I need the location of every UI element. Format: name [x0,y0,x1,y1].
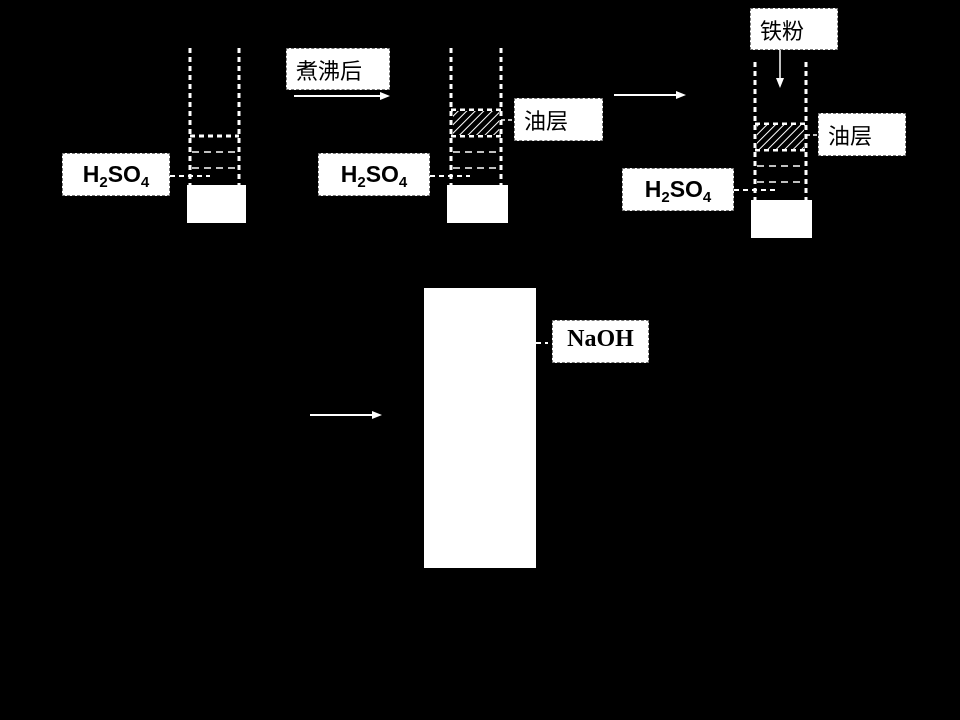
test-tube-1 [188,48,241,185]
test-tube-2 [449,48,503,185]
naoh-vessel-block [424,288,536,568]
boil-label: 煮沸后 [286,48,390,90]
arrow-add-iron [776,50,784,88]
tube-1-liquid-lines [192,151,237,169]
h2so4-label-2: H2SO4 [318,153,430,196]
naoh-label: NaOH [552,320,649,363]
oil-layer-label-1: 油层 [514,98,603,141]
arrow-step-1 [294,92,390,100]
arrow-step-2 [614,91,686,99]
oil-layer-hatch-1 [453,111,499,135]
tube-base-2 [447,185,508,223]
h2so4-text: H2SO4 [340,161,408,191]
leader-lines [170,175,775,344]
oil-layer-label-2: 油层 [818,113,906,156]
h2so4-label-3: H2SO4 [622,168,734,211]
h2so4-text: H2SO4 [82,161,150,191]
h2so4-label-1: H2SO4 [62,153,170,196]
tube-2-liquid-lines [453,151,499,169]
arrow-step-3 [310,411,382,419]
h2so4-text: H2SO4 [644,176,712,206]
tube-base-1 [187,185,246,223]
test-tube-3 [753,62,808,200]
tube-base-3 [751,200,812,238]
tube-3-liquid-lines [757,165,804,183]
iron-powder-label: 铁粉 [750,8,838,50]
oil-layer-hatch-2 [757,125,804,149]
